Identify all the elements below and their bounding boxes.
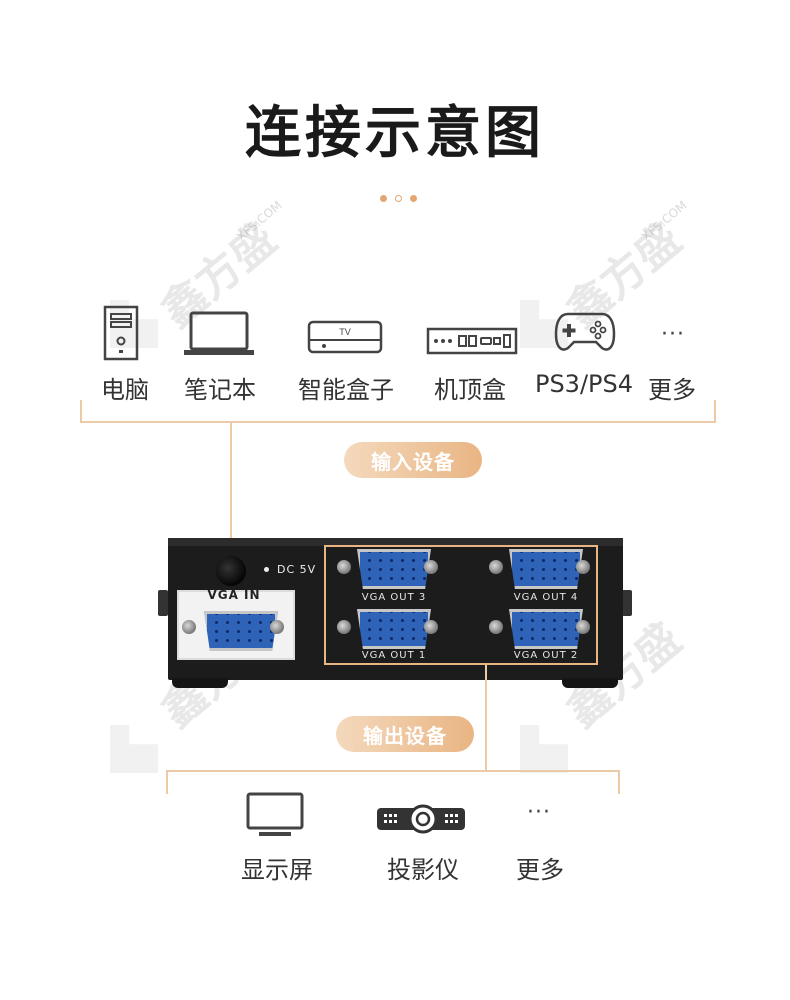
output-label-more: 更多 bbox=[516, 856, 564, 884]
vga-in-label: VGA IN bbox=[207, 588, 261, 602]
screw bbox=[337, 560, 351, 574]
screw bbox=[576, 560, 590, 574]
device-foot bbox=[562, 678, 618, 688]
tv-text: TV bbox=[339, 327, 351, 337]
bracket-line bbox=[618, 770, 620, 794]
laptop-icon bbox=[183, 310, 255, 360]
input-devices-badge: 输入设备 bbox=[344, 442, 482, 478]
vga-out-1-label: VGA OUT 1 bbox=[361, 650, 427, 661]
dot bbox=[395, 195, 402, 202]
title-dots bbox=[380, 195, 417, 202]
vga-out-2-label: VGA OUT 2 bbox=[513, 650, 579, 661]
output-label-projector: 投影仪 bbox=[387, 856, 459, 884]
dot bbox=[410, 195, 417, 202]
connector-line bbox=[485, 665, 487, 771]
output-label-monitor: 显示屏 bbox=[241, 856, 313, 884]
input-label-set-top-box: 机顶盒 bbox=[434, 376, 506, 404]
desktop-pc-icon bbox=[103, 305, 139, 365]
vga-out-group bbox=[324, 545, 598, 665]
screw bbox=[489, 620, 503, 634]
screw bbox=[489, 560, 503, 574]
dot bbox=[380, 195, 387, 202]
bracket-line bbox=[166, 770, 168, 794]
set-top-box-icon bbox=[426, 327, 518, 359]
power-jack bbox=[216, 556, 246, 586]
vga-out-4-port bbox=[509, 549, 583, 589]
bracket-line bbox=[80, 400, 82, 423]
screw bbox=[576, 620, 590, 634]
bracket-line bbox=[714, 400, 716, 423]
input-label-pc: 电脑 bbox=[101, 376, 149, 404]
ellipsis-icon: ··· bbox=[661, 322, 685, 347]
monitor-icon bbox=[246, 792, 304, 842]
device-top-edge bbox=[168, 538, 623, 546]
screw bbox=[424, 560, 438, 574]
input-label-more: 更多 bbox=[648, 376, 696, 404]
projector-icon bbox=[375, 803, 467, 839]
device-ear bbox=[622, 590, 632, 616]
output-devices-badge: 输出设备 bbox=[336, 716, 474, 752]
connector-line bbox=[230, 421, 232, 591]
tv-box-icon: TV bbox=[307, 320, 383, 360]
screw bbox=[182, 620, 196, 634]
dc-label: DC 5V bbox=[277, 563, 317, 576]
ellipsis-icon: ··· bbox=[527, 800, 551, 825]
vga-out-3-label: VGA OUT 3 bbox=[361, 592, 427, 603]
screw bbox=[424, 620, 438, 634]
power-led bbox=[264, 567, 269, 572]
input-label-game-console: PS3/PS4 bbox=[534, 370, 634, 398]
bracket-line bbox=[166, 770, 620, 772]
input-label-tv-box: 智能盒子 bbox=[298, 376, 394, 404]
gamepad-icon bbox=[554, 310, 616, 358]
screw bbox=[337, 620, 351, 634]
vga-in-port bbox=[204, 611, 278, 651]
device-ear bbox=[158, 590, 168, 616]
watermark-logo bbox=[110, 725, 158, 773]
device-foot bbox=[172, 678, 228, 688]
watermark-logo bbox=[520, 725, 568, 773]
vga-out-1-port bbox=[357, 609, 431, 649]
bracket-line bbox=[80, 421, 716, 423]
input-label-laptop: 笔记本 bbox=[184, 376, 256, 404]
vga-out-4-label: VGA OUT 4 bbox=[513, 592, 579, 603]
vga-out-3-port bbox=[357, 549, 431, 589]
page-title: 连接示意图 bbox=[245, 101, 545, 166]
screw bbox=[270, 620, 284, 634]
vga-out-2-port bbox=[509, 609, 583, 649]
